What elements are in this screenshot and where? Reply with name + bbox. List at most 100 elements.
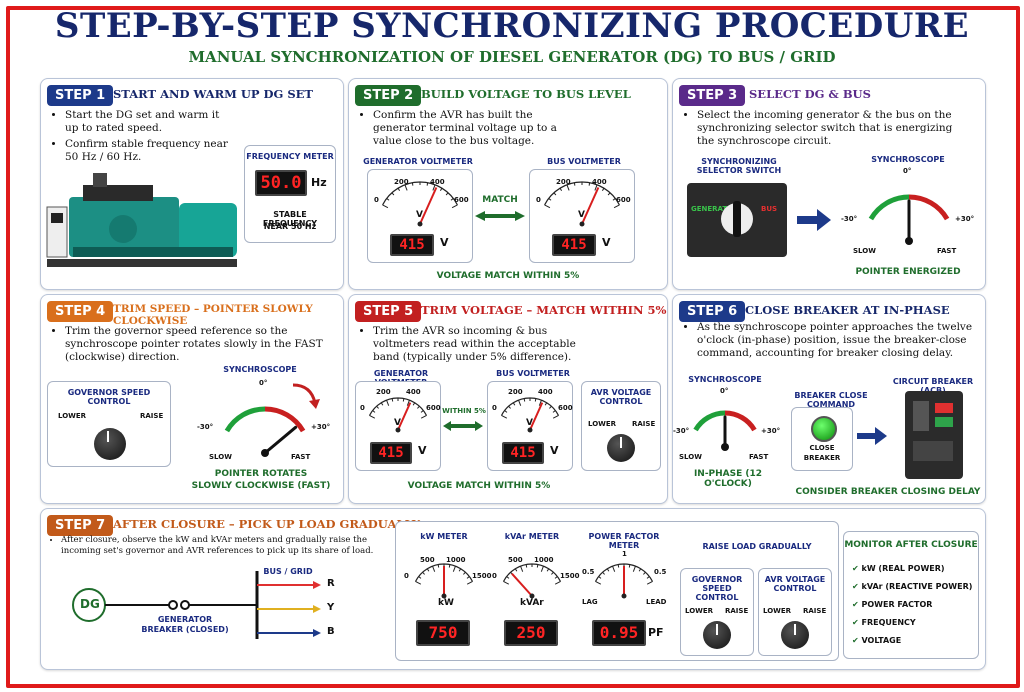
gauge-tick: 600 xyxy=(616,196,631,204)
gauge-pivot xyxy=(579,221,585,227)
gauge-tick-mark xyxy=(445,192,449,196)
scope-slow: SLOW xyxy=(853,247,876,255)
kw-unit: kW xyxy=(438,598,454,608)
step6-panel: STEP 6 CLOSE BREAKER AT IN-PHASE As the … xyxy=(672,294,986,504)
gauge-tick-mark xyxy=(404,184,408,191)
step3-badge: STEP 3 xyxy=(679,85,746,106)
gauge-scale xyxy=(544,181,620,206)
gauge-tick-mark xyxy=(606,568,610,572)
gauge-tick-mark xyxy=(458,568,462,572)
gen-voltmeter: 0 200 400 600 V 415 V xyxy=(355,381,441,471)
gauge-tick-mark xyxy=(643,571,646,575)
gauge-unit: V xyxy=(578,210,585,220)
step5-bullet: Trim the AVR so incoming & bus voltmeter… xyxy=(373,325,597,364)
scope-plus: +30° xyxy=(955,215,975,223)
gauge-tick-mark xyxy=(607,192,611,196)
gauge-tick-mark xyxy=(382,204,389,209)
step4-title: TRIM SPEED – POINTER SLOWLY CLOCKWISE xyxy=(113,303,313,327)
gauge-tick-mark xyxy=(523,398,526,402)
gov-knob[interactable] xyxy=(703,621,731,649)
bus-grid-label: BUS / GRID xyxy=(263,567,313,576)
gov-raise: RAISE xyxy=(725,607,749,615)
gauge-tick-mark xyxy=(380,402,384,406)
frequency-caption: STABLE FREQUENCY xyxy=(262,210,318,228)
bus-voltmeter-label: BUS VOLTMETER xyxy=(496,369,570,378)
gauge-tick-mark xyxy=(646,576,650,579)
gauge-tick-mark xyxy=(514,568,518,572)
scope-plus: +30° xyxy=(311,423,331,431)
frequency-meter-label: FREQUENCY METER xyxy=(246,152,334,161)
gauge-tick-mark xyxy=(418,576,422,579)
monitor-item: ✔ kW (REAL POWER) xyxy=(852,560,976,578)
governor-lower: LOWER xyxy=(58,412,87,420)
avr-control-box: AVR VOLTAGE CONTROL LOWER RAISE xyxy=(581,381,661,471)
dg-label: DG xyxy=(80,597,100,611)
gen-voltmeter-label: GENERATOR VOLTMETER xyxy=(363,157,473,166)
gauge-tick: 1 xyxy=(622,550,627,558)
selector-bus-label: BUS xyxy=(761,205,778,213)
gauge-pivot xyxy=(527,427,533,433)
step7-bullet: After closure, observe the kW and kVAr m… xyxy=(61,535,401,557)
bus-voltage-display: 415 xyxy=(502,442,544,464)
step3-bullet: Select the incoming generator & the bus … xyxy=(697,109,971,148)
gauge-tick: 600 xyxy=(558,404,573,412)
selector-switch-label: SYNCHRONIZING SELECTOR SWITCH xyxy=(696,157,782,175)
step5-panel: STEP 5 TRIM VOLTAGE – MATCH WITHIN 5% Tr… xyxy=(348,294,668,504)
step4-panel: STEP 4 TRIM SPEED – POINTER SLOWLY CLOCK… xyxy=(40,294,344,504)
kw-meter-dial xyxy=(414,563,474,599)
gauge-tick-mark xyxy=(426,182,429,186)
avr-knob[interactable] xyxy=(607,434,635,462)
gauge-tick-mark xyxy=(612,565,616,572)
gauge-tick: 200 xyxy=(556,178,571,186)
bus-voltage-unit: V xyxy=(602,236,611,249)
synchroscope-label: SYNCHROSCOPE xyxy=(223,365,297,374)
gauge-pivot xyxy=(441,593,447,599)
selector-knob[interactable] xyxy=(721,201,753,237)
gauge-tick-mark xyxy=(525,564,528,568)
step4-bullet: Trim the governor speed reference so the… xyxy=(65,325,339,364)
step5-bullets: Trim the AVR so incoming & bus voltmeter… xyxy=(357,325,597,367)
bus-voltmeter-dial xyxy=(500,397,560,433)
kw-meter-label: kW METER xyxy=(420,532,468,541)
close-label: CLOSE xyxy=(809,444,835,452)
scope-pivot xyxy=(261,449,269,457)
kvar-unit: kVAr xyxy=(520,598,544,608)
gauge-tick-mark xyxy=(448,564,451,568)
phase-y: Y xyxy=(327,602,335,613)
step7-title: AFTER CLOSURE – PICK UP LOAD GRADUALLY xyxy=(113,517,421,531)
governor-knob[interactable] xyxy=(94,428,126,460)
gauge-tick-mark xyxy=(601,187,605,192)
gauge-tick-mark xyxy=(548,198,552,201)
gauge-tick: 1500 xyxy=(472,572,492,580)
gauge-tick: 0 xyxy=(492,404,497,412)
within-label: WITHIN 5% xyxy=(442,407,486,415)
gauge-tick-mark xyxy=(617,564,620,568)
gauge-tick-mark xyxy=(554,576,558,579)
gauge-tick-mark xyxy=(508,405,511,409)
gauge-tick-mark xyxy=(391,398,394,402)
gauge-tick-mark xyxy=(466,581,473,585)
gauge-tick-mark xyxy=(544,402,548,406)
frequency-unit: Hz xyxy=(311,176,327,189)
avr-knob[interactable] xyxy=(781,621,809,649)
kvar-meter-dial xyxy=(502,563,562,599)
scope-fast-arc xyxy=(264,406,306,433)
breaker-close-button[interactable] xyxy=(811,416,837,442)
gauge-tick-mark xyxy=(376,405,379,409)
gauge-needle xyxy=(529,402,544,431)
monitor-item-text: FREQUENCY xyxy=(861,618,916,627)
gauge-tick-mark xyxy=(520,565,524,572)
gauge-tick-mark xyxy=(463,571,466,575)
gauge-tick: 0 xyxy=(404,572,409,580)
scope-plus: +30° xyxy=(761,427,781,435)
frequency-display: 50.0 xyxy=(255,170,307,196)
inphase-label: IN-PHASE (12 O'CLOCK) xyxy=(693,469,763,489)
gauge-tick-mark xyxy=(602,571,605,575)
step1-title: START AND WARM UP DG SET xyxy=(113,87,313,101)
step6-title: CLOSE BREAKER AT IN-PHASE xyxy=(745,303,950,317)
gauge-needle xyxy=(419,187,438,225)
gauge-tick: 0 xyxy=(536,196,541,204)
gauge-tick-mark xyxy=(594,184,598,191)
selector-switch[interactable]: GENERATOR BUS xyxy=(687,183,787,257)
pf-lead: LEAD xyxy=(646,598,667,606)
